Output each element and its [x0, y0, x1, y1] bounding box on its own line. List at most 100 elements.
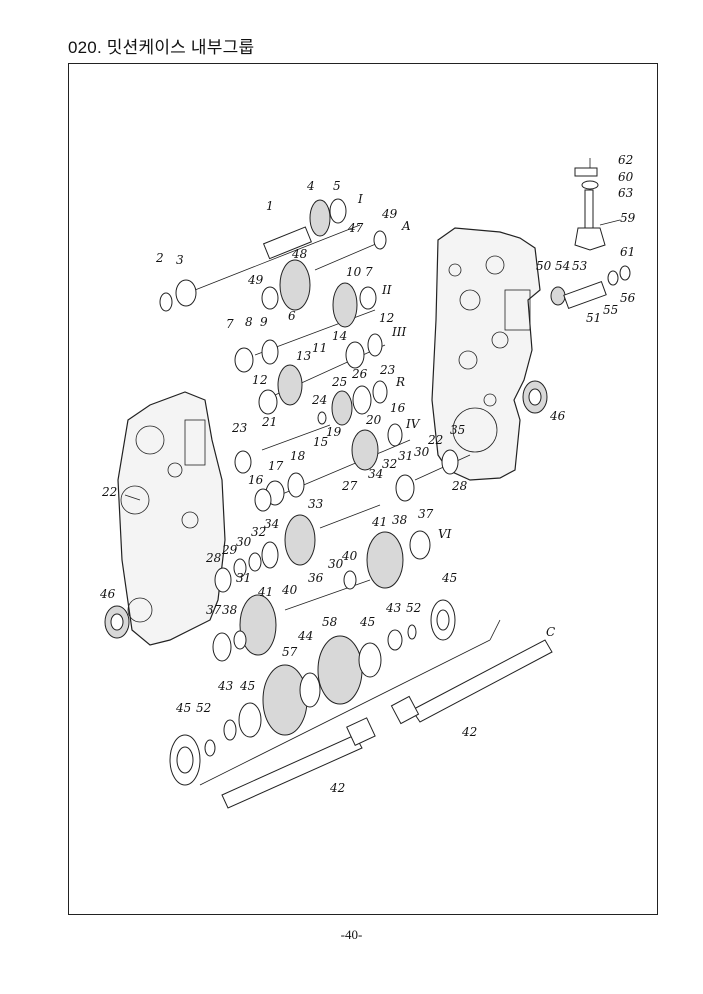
callout-45a: 45 — [441, 571, 457, 585]
callout-52a: 52 — [406, 601, 421, 615]
callout-31b: 31 — [236, 571, 251, 585]
callout-IV: IV — [405, 417, 421, 431]
callout-7b: 7 — [226, 317, 234, 331]
callout-16b: 16 — [248, 473, 264, 487]
shaft-21 — [234, 411, 331, 474]
bearing-45-lower — [169, 734, 216, 786]
gear-48 — [261, 259, 311, 311]
callout-40b: 40 — [281, 583, 298, 597]
callout-5: 5 — [333, 179, 341, 193]
callout-37b: 37 — [206, 603, 222, 617]
callout-49a: 49 — [381, 207, 398, 221]
shaft-15 — [254, 423, 411, 512]
callout-8: 8 — [245, 315, 253, 329]
right-housing-details — [448, 255, 531, 453]
callout-42a: 42 — [461, 725, 477, 739]
callout-II: II — [381, 283, 392, 297]
callout-III: III — [391, 325, 406, 339]
callout-51: 51 — [586, 311, 601, 325]
shaft-6 — [234, 282, 377, 373]
callout-37a: 37 — [418, 507, 434, 521]
gear-58 — [317, 635, 382, 705]
callout-32b: 32 — [251, 525, 266, 539]
right-housing — [431, 227, 541, 481]
callout-52b: 52 — [196, 701, 211, 715]
callout-46: 46 — [549, 409, 566, 423]
callout-2b: 2 — [259, 373, 268, 387]
callout-49b: 49 — [247, 273, 264, 287]
shaft-1 — [159, 198, 361, 312]
callout-22a: 22 — [427, 433, 443, 447]
callout-28a: 28 — [451, 479, 468, 493]
pto-shaft-42-right — [390, 639, 553, 725]
page-title: 020. 밋션케이스 내부그룹 — [68, 38, 255, 57]
callout-45b: 45 — [359, 615, 375, 629]
callout-34a: 34 — [368, 467, 383, 481]
bearing-45-upper — [387, 599, 456, 651]
shaft-36 — [212, 570, 371, 662]
callout-34b: 34 — [264, 517, 279, 531]
shaft-27 — [214, 504, 381, 593]
callout-35: 35 — [450, 423, 465, 437]
callout-labels: 62 60 63 59 61 50 54 53 55 56 51 46 4 5 … — [99, 153, 636, 795]
callout-29: 29 — [221, 543, 238, 557]
left-housing — [117, 391, 226, 646]
callout-13: 13 — [296, 349, 312, 363]
diagram-frame — [68, 63, 658, 915]
shaft-22-right — [395, 449, 471, 502]
callout-41b: 41 — [257, 585, 273, 599]
callout-20: 20 — [365, 413, 382, 427]
gears-41-right — [366, 530, 431, 589]
callout-2: 2 — [155, 251, 164, 265]
callout-22b: 22 — [101, 485, 117, 499]
callout-59: 59 — [620, 211, 636, 225]
callout-44: 44 — [297, 629, 313, 643]
gear-57 — [223, 664, 321, 741]
callout-3: 3 — [176, 253, 184, 267]
shift-fork-assembly — [574, 158, 606, 251]
callout-19: 19 — [326, 425, 342, 439]
callout-45c: 45 — [239, 679, 255, 693]
callout-60: 60 — [618, 170, 634, 184]
callout-C: C — [546, 625, 555, 639]
callout-11: 11 — [312, 341, 327, 355]
page-number: -40- — [340, 927, 363, 942]
callout-43b: 43 — [217, 679, 234, 693]
callout-63: 63 — [618, 186, 634, 200]
callout-62: 62 — [618, 153, 633, 167]
callout-30a: 30 — [414, 445, 430, 459]
pto-shaft-42-lower — [221, 717, 376, 809]
callout-43a: 43 — [385, 601, 402, 615]
callout-14: 14 — [332, 329, 347, 343]
callout-54: 54 — [555, 259, 570, 273]
callout-1: 1 — [266, 199, 274, 213]
callout-21: 21 — [261, 415, 277, 429]
callout-48: 48 — [291, 247, 308, 261]
shift-rod — [550, 265, 631, 310]
callout-18: 18 — [290, 449, 306, 463]
callout-17: 17 — [268, 459, 284, 473]
callout-24: 24 — [311, 393, 327, 407]
callout-28b: 28 — [205, 551, 222, 565]
callout-9: 9 — [260, 315, 268, 329]
callout-32a: 32 — [382, 457, 397, 471]
callout-15: 15 — [313, 435, 328, 449]
callout-38a: 38 — [392, 513, 408, 527]
shaft-47 — [314, 230, 387, 271]
callout-4: 4 — [306, 179, 315, 193]
reverse-gears — [331, 380, 388, 426]
callout-33: 33 — [308, 497, 324, 511]
callout-46b: 46 — [99, 587, 116, 601]
callout-A: A — [401, 219, 411, 233]
callout-36: 36 — [308, 571, 324, 585]
callout-26: 26 — [351, 367, 368, 381]
callout-47: 47 — [347, 221, 364, 235]
callout-1b: 1 — [252, 373, 260, 387]
callout-40a: 40 — [341, 549, 358, 563]
callout-41a: 41 — [371, 515, 387, 529]
callout-23b: 23 — [231, 421, 248, 435]
callout-10: 10 — [346, 265, 362, 279]
callout-61: 61 — [620, 245, 635, 259]
callout-45d: 45 — [175, 701, 191, 715]
